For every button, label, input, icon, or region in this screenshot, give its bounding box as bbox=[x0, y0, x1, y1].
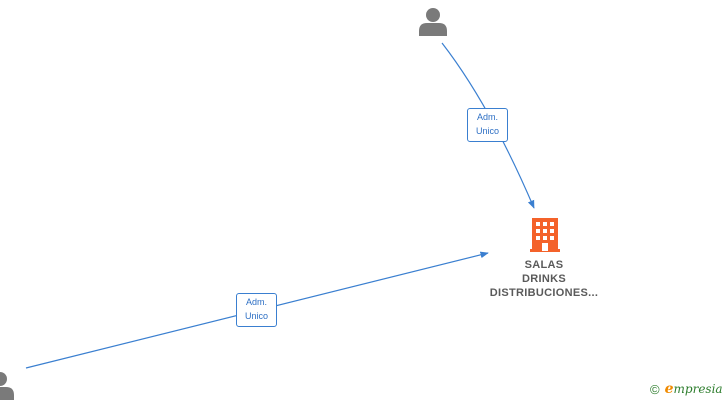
edge-label-left[interactable]: Adm. Unico bbox=[236, 293, 277, 327]
edge-label-line: Unico bbox=[475, 126, 499, 136]
company-name-line: SALAS bbox=[524, 259, 564, 271]
person-icon[interactable] bbox=[419, 8, 447, 36]
company-name-line: DRINKS bbox=[522, 273, 566, 285]
edge-label-line: Adm. bbox=[245, 297, 267, 307]
edge-label-line: Unico bbox=[244, 311, 268, 321]
empresia-logo: © empresia bbox=[650, 380, 723, 398]
edge-label-line: Adm. bbox=[476, 112, 498, 122]
person-icon[interactable] bbox=[0, 372, 14, 400]
edge-label-top[interactable]: Adm. Unico bbox=[467, 108, 508, 142]
company-name-line: DISTRIBUCIONES... bbox=[489, 287, 599, 299]
brand-name: empresia bbox=[664, 381, 723, 397]
building-icon[interactable] bbox=[530, 218, 560, 252]
company-name[interactable]: SALAS DRINKS DISTRIBUCIONES... bbox=[476, 258, 612, 300]
copyright-icon: © bbox=[650, 381, 660, 397]
